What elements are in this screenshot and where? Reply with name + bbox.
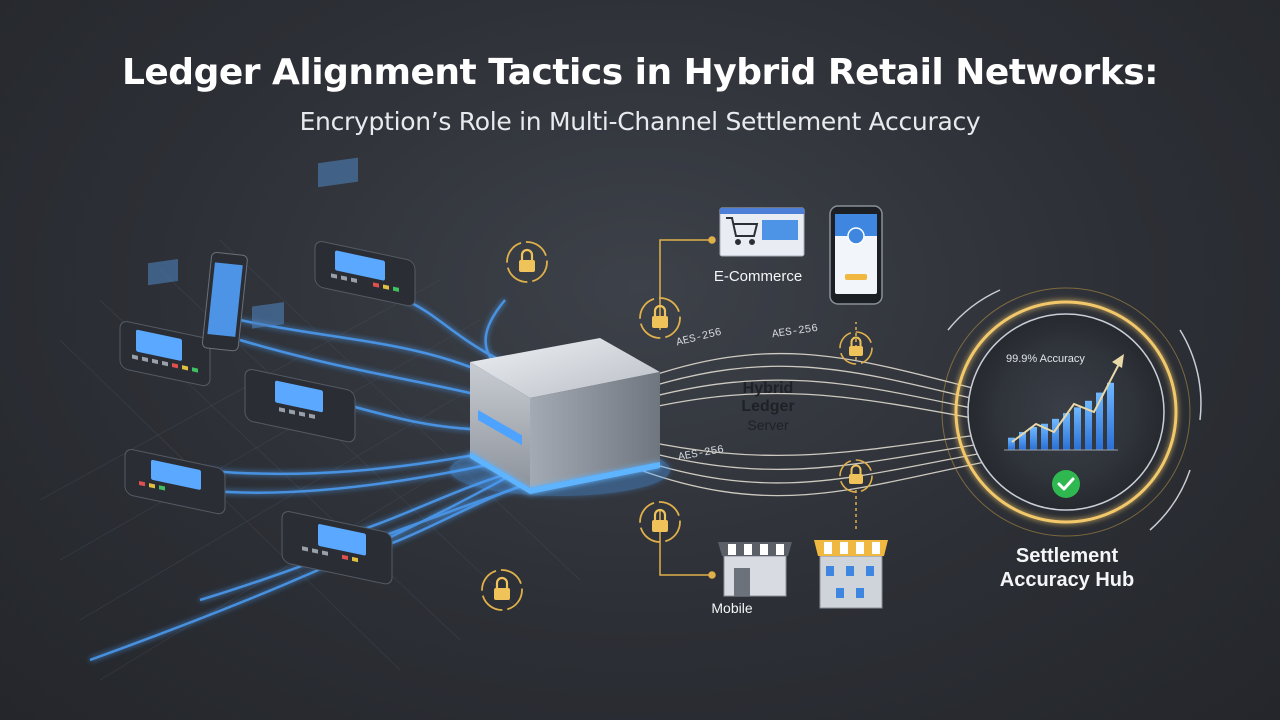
pos-terminal-icon: [244, 369, 356, 443]
lock-icon: [639, 297, 681, 339]
page-title: Ledger Alignment Tactics in Hybrid Retai…: [121, 52, 1159, 93]
storefront-icon: [814, 540, 888, 609]
mobile-label: Mobile: [711, 600, 753, 616]
chart-bar: [1074, 407, 1081, 450]
page-subtitle: Encryption’s Role in Multi-Channel Settl…: [299, 107, 981, 136]
pos-terminal-icon: [314, 241, 416, 307]
lock-icon: [839, 331, 873, 365]
ecommerce-label: E-Commerce: [713, 268, 803, 285]
chart-bar: [1041, 423, 1048, 450]
ledger-server-box: [450, 338, 670, 496]
accuracy-label: 99.9% Accuracy: [1006, 353, 1085, 365]
data-lines: [639, 352, 1001, 497]
lock-icon: [639, 501, 681, 543]
chart-bar: [1107, 382, 1114, 450]
chart-bar: [1052, 418, 1059, 450]
pos-terminal-icon: [119, 321, 211, 387]
storefront-icon: [718, 542, 792, 597]
trend-line: [1011, 361, 1121, 443]
settlement-hub: [941, 287, 1202, 537]
hub-label-line: Accuracy Hub: [999, 569, 1135, 591]
trend-arrow-icon: [1112, 354, 1124, 368]
header: Ledger Alignment Tactics in Hybrid Retai…: [0, 52, 1280, 136]
lock-icon: [839, 459, 873, 493]
chart-bar: [1063, 413, 1070, 450]
hub-label: Settlement Accuracy Hub: [962, 544, 1172, 592]
data-card-icon: [148, 157, 358, 329]
ecommerce-window-icon: [719, 207, 805, 257]
chart-bar: [1019, 431, 1026, 450]
pos-terminal-icon: [124, 449, 226, 515]
chart-bar: [1030, 427, 1037, 450]
accuracy-bar-chart: [1004, 382, 1118, 451]
chart-bar: [1096, 392, 1103, 450]
check-icon: [1052, 470, 1080, 498]
server-label-line: Server: [747, 417, 789, 433]
lock-icon: [481, 569, 523, 611]
server-label: Hybrid Ledger Server: [708, 380, 828, 434]
mobile-phone-icon: [829, 205, 883, 305]
shopping-cart-icon: [726, 217, 759, 245]
hub-label-line: Settlement: [1015, 545, 1119, 567]
pos-terminal-icon: [281, 511, 393, 585]
lock-icon: [506, 241, 548, 283]
server-label-line: Hybrid: [742, 380, 794, 397]
chart-bar: [1085, 400, 1092, 450]
smartphone-icon: [201, 251, 248, 352]
server-label-line: Ledger: [741, 398, 795, 415]
chart-bar: [1008, 437, 1015, 450]
